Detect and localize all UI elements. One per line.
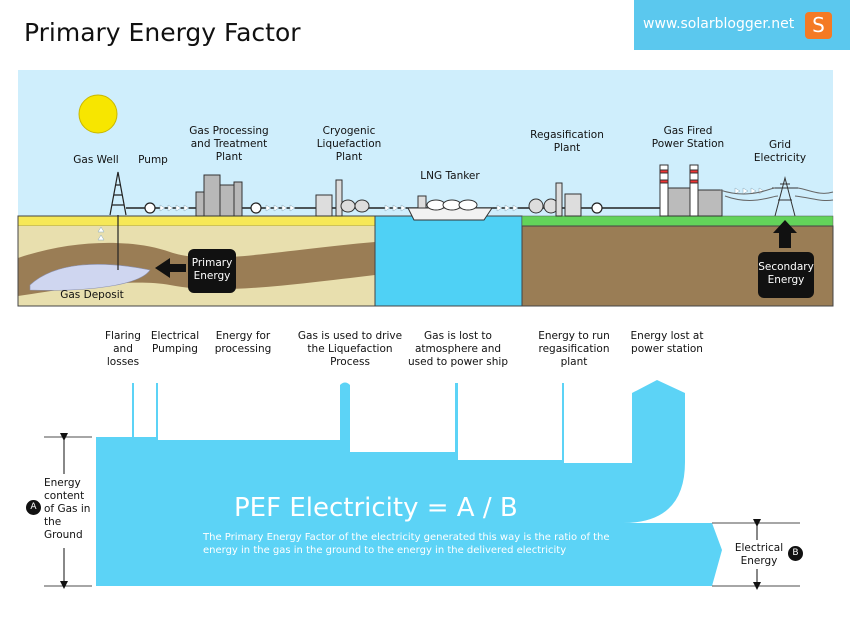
sand-strip [17,215,376,227]
primary-energy-arrow [155,258,186,278]
valve-icon [250,202,262,214]
marker-b: B [788,546,803,561]
loss-label-regas: Energy to run regasification plant [538,330,610,368]
lng-tanker-icon [407,195,493,221]
primary-energy-box: Primary Energy [188,249,236,293]
pylon-icon [719,176,834,217]
valve-icon-2 [591,202,603,214]
brand-banner[interactable]: www.solarblogger.net S [634,0,850,50]
regasification-label: Regasification Plant [530,129,604,154]
loss-label-atmosphere: Gas is lost to atmosphere and used to po… [408,330,508,368]
loss-label-liquefaction: Gas is used to drive the Liquefaction Pr… [297,330,403,368]
gas-deposit-shape [29,264,151,291]
loss-label-power-station: Energy lost at power station [630,330,704,355]
page-title: Primary Energy Factor [24,18,301,47]
lng-tanker-label: LNG Tanker [420,170,480,182]
brand-site[interactable]: www.solarblogger.net [643,16,795,32]
secondary-energy-box: Secondary Energy [758,252,814,298]
marker-a: A [26,500,41,515]
regas-plant-icon [528,182,582,217]
gas-processing-label: Gas Processing and Treatment Plant [189,125,269,163]
brand-logo-icon: S [805,12,832,39]
sea [374,215,523,307]
pump-valve-icon [144,202,156,214]
loss-label-flaring: Flaring and losses [105,330,141,368]
gas-well-label: Gas Well [73,154,119,166]
secondary-energy-arrow [773,220,797,248]
loss-label-processing: Energy for processing [214,330,272,355]
cryogenic-plant-icon [315,179,370,217]
gas-well-derrick-icon [109,171,127,270]
cryogenic-label: Cryogenic Liquefaction Plant [316,125,382,163]
energy-flow [96,380,722,586]
gas-fired-label: Gas Fired Power Station [651,125,725,150]
energy-content-label: Energy content of Gas in the Ground [44,477,91,541]
electrical-energy-label: Electrical Energy [734,542,784,567]
gas-deposit-label: Gas Deposit [60,289,124,301]
processing-plant-icon [195,174,243,217]
pump-label: Pump [138,154,168,166]
loss-label-pumping: Electrical Pumping [150,330,200,355]
power-station-icon [659,164,723,217]
grid-label: Grid Electricity [753,139,807,164]
pef-formula: PEF Electricity = A / B [234,493,518,523]
sun [78,94,118,134]
pef-description: The Primary Energy Factor of the electri… [203,532,610,556]
